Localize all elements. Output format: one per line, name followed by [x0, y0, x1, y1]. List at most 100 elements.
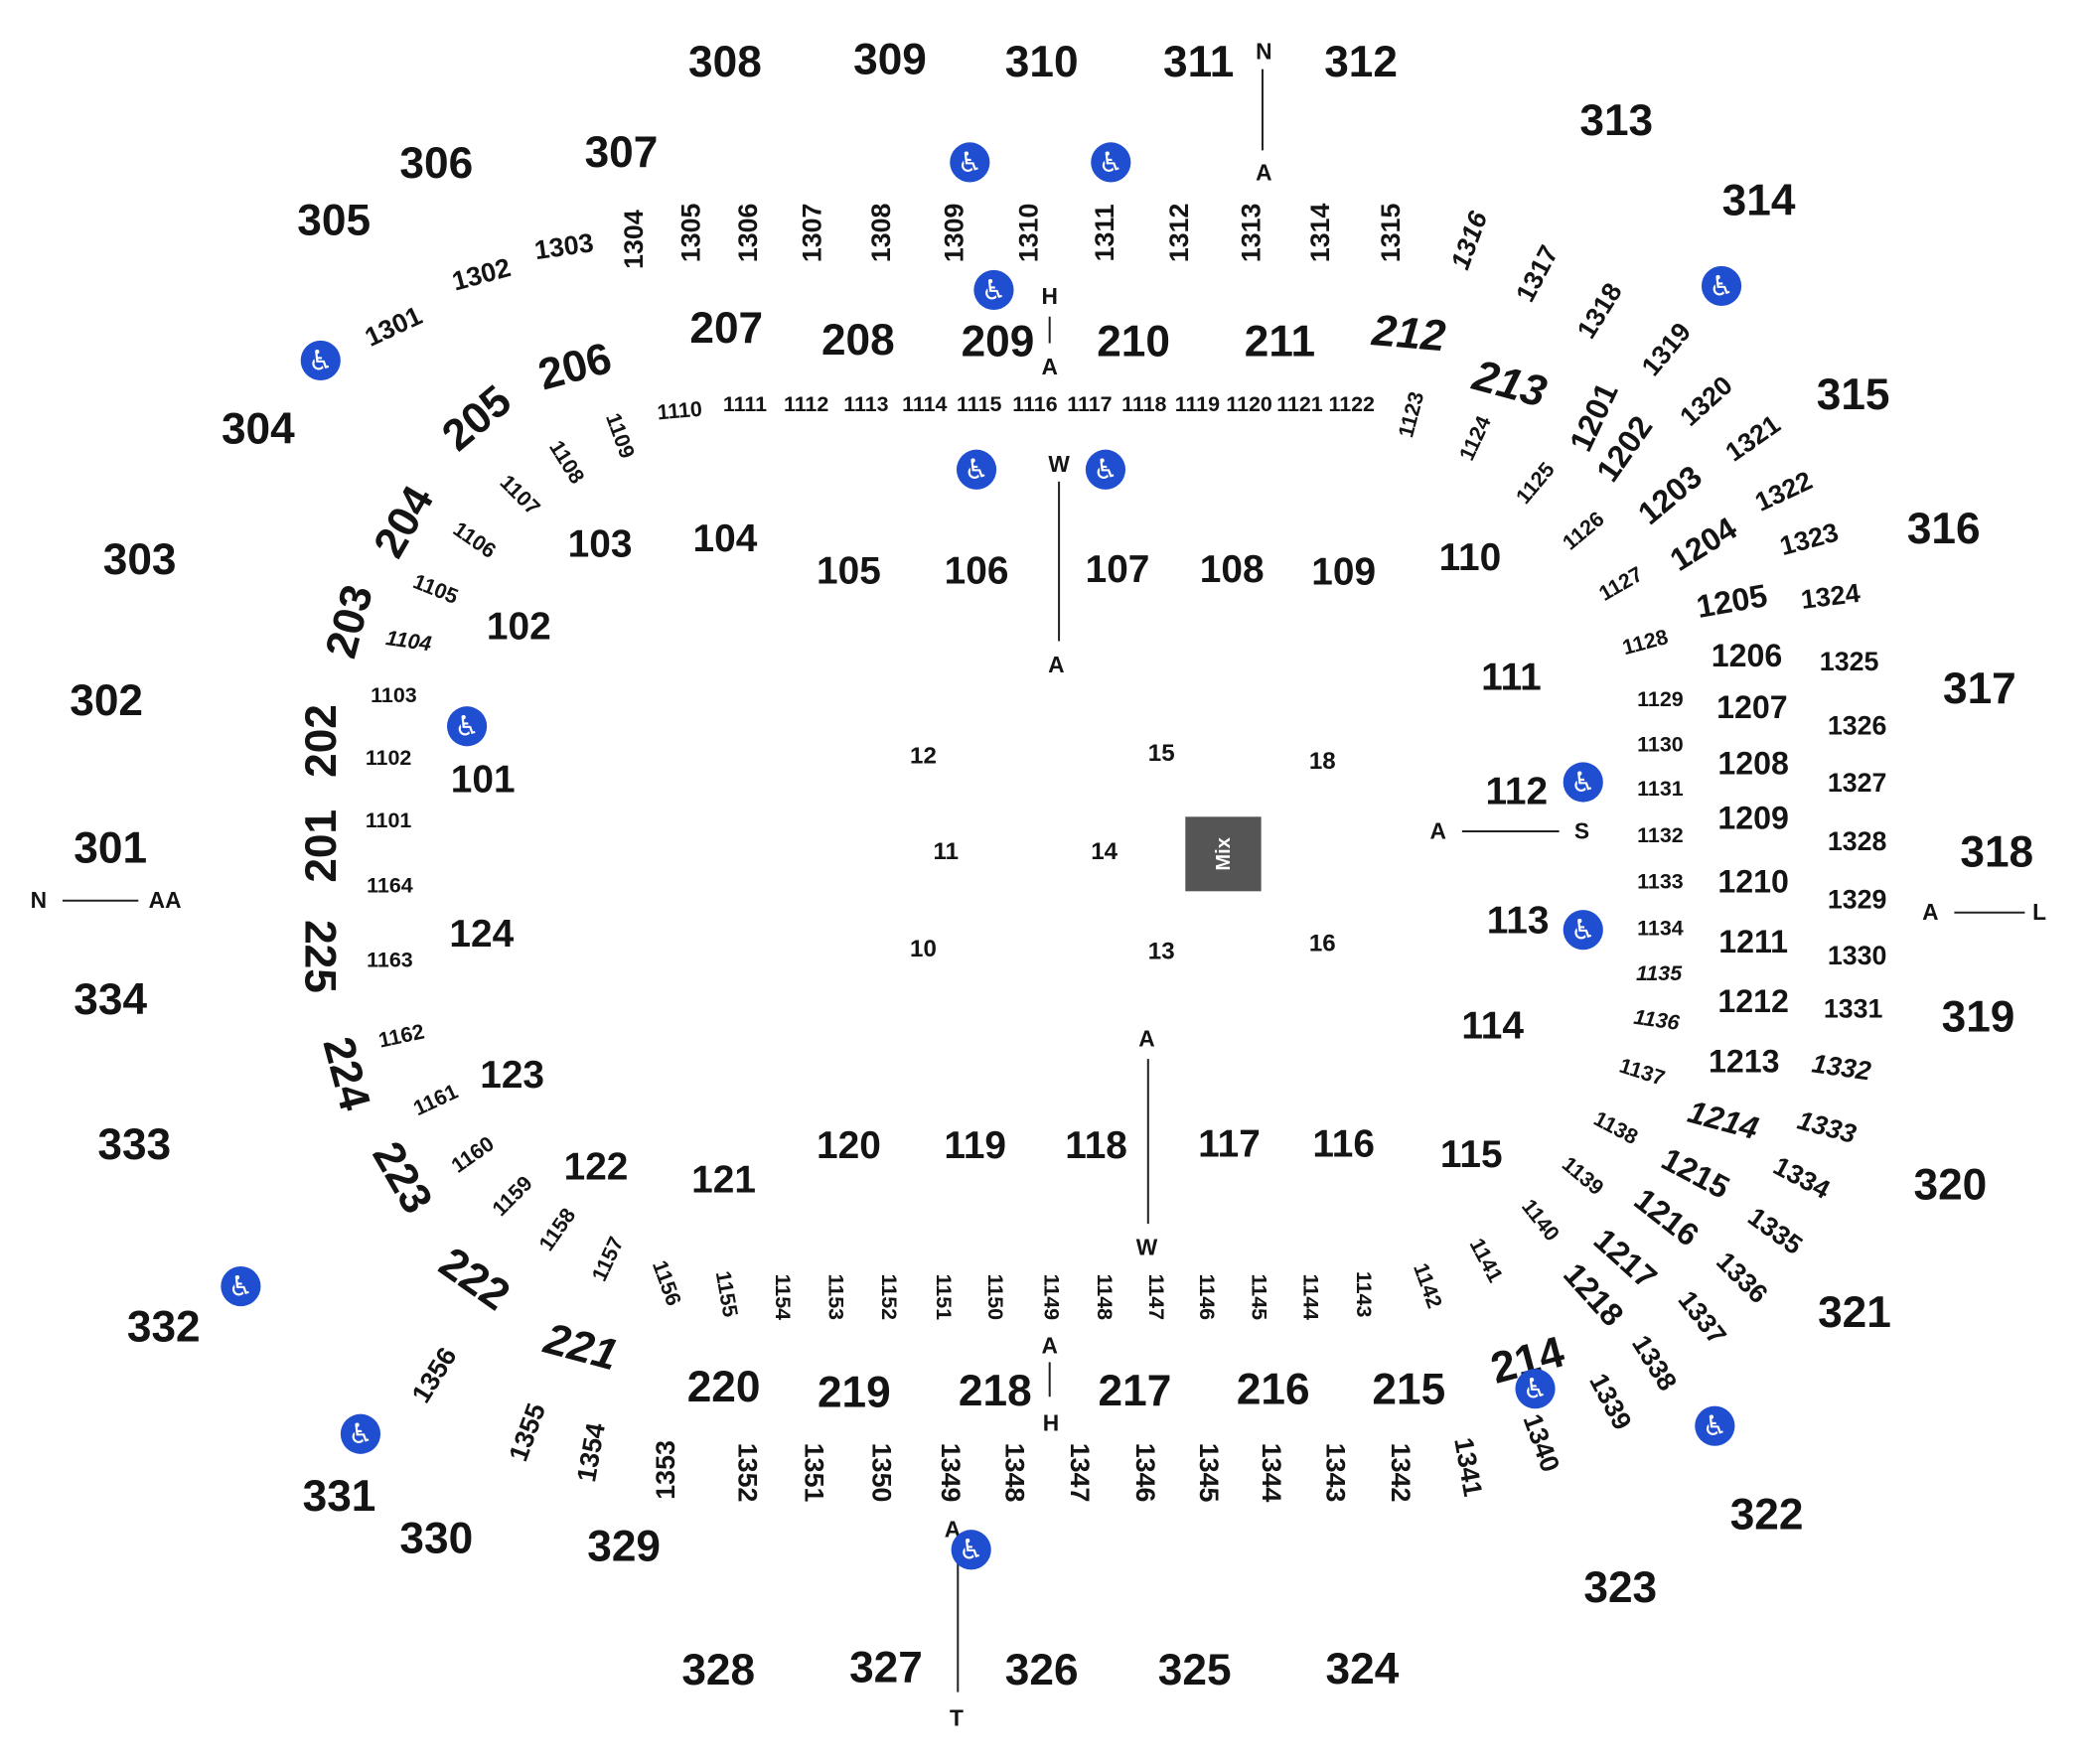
- upper-suite-label[interactable]: 1309: [940, 203, 970, 263]
- suite-label[interactable]: 1132: [1637, 824, 1684, 848]
- upper-suite-label[interactable]: 1331: [1823, 994, 1883, 1025]
- suite-label[interactable]: 1120: [1226, 393, 1272, 417]
- upper-suite-label[interactable]: 1314: [1306, 203, 1336, 263]
- upper-suite-label[interactable]: 1326: [1827, 711, 1887, 741]
- wheelchair-accessible-icon[interactable]: ♿: [1701, 265, 1742, 307]
- upper-section-label[interactable]: 304: [221, 403, 295, 454]
- wheelchair-accessible-icon[interactable]: ♿: [1563, 762, 1603, 803]
- upper-section-label[interactable]: 308: [688, 36, 762, 86]
- upper-section-label[interactable]: 331: [302, 1470, 376, 1521]
- upper-suite-label[interactable]: 1349: [935, 1442, 965, 1503]
- upper-suite-label[interactable]: 1327: [1827, 769, 1887, 799]
- lower-section-label[interactable]: 117: [1198, 1123, 1261, 1166]
- club-section-label[interactable]: 207: [689, 302, 764, 353]
- suite-label[interactable]: 1129: [1637, 688, 1684, 712]
- upper-section-label[interactable]: 321: [1818, 1286, 1891, 1337]
- suite-label[interactable]: 1146: [1194, 1273, 1218, 1321]
- wheelchair-accessible-icon[interactable]: ♿: [951, 1530, 991, 1570]
- suite-label[interactable]: 1113: [843, 393, 889, 417]
- club-section-label[interactable]: 211: [1244, 316, 1316, 366]
- wheelchair-accessible-icon[interactable]: ♿: [1695, 1405, 1735, 1446]
- wheelchair-accessible-icon[interactable]: ♿: [300, 340, 341, 381]
- suite-label[interactable]: 1103: [371, 684, 417, 708]
- club-section-label[interactable]: 218: [958, 1365, 1032, 1415]
- suite-label[interactable]: 1149: [1038, 1273, 1062, 1321]
- upper-section-label[interactable]: 329: [587, 1521, 661, 1571]
- suite-label[interactable]: 1151: [931, 1273, 955, 1321]
- upper-section-label[interactable]: 317: [1942, 662, 2016, 713]
- wheelchair-accessible-icon[interactable]: ♿: [1091, 142, 1131, 183]
- club-suite-label[interactable]: 1212: [1717, 984, 1789, 1021]
- upper-suite-label[interactable]: 1350: [865, 1442, 896, 1503]
- suite-label[interactable]: 1116: [1012, 393, 1058, 417]
- lower-section-label[interactable]: 109: [1311, 551, 1377, 594]
- upper-suite-label[interactable]: 1306: [734, 203, 764, 263]
- club-suite-label[interactable]: 1210: [1717, 864, 1789, 901]
- lower-section-label[interactable]: 106: [944, 549, 1009, 593]
- lower-section-label[interactable]: 121: [691, 1159, 756, 1203]
- upper-section-label[interactable]: 324: [1325, 1643, 1400, 1693]
- upper-suite-label[interactable]: 1342: [1385, 1442, 1415, 1503]
- upper-suite-label[interactable]: 1307: [798, 203, 828, 263]
- club-section-label[interactable]: 215: [1372, 1364, 1446, 1413]
- upper-suite-label[interactable]: 1328: [1827, 827, 1887, 857]
- floor-section-label[interactable]: 13: [1147, 938, 1175, 964]
- floor-section-label[interactable]: 18: [1308, 747, 1336, 775]
- suite-label[interactable]: 1114: [902, 393, 948, 417]
- lower-section-label[interactable]: 104: [692, 517, 758, 561]
- upper-section-label[interactable]: 332: [126, 1301, 201, 1352]
- upper-suite-label[interactable]: 1305: [676, 203, 707, 263]
- lower-section-label[interactable]: 119: [944, 1124, 1007, 1168]
- club-section-label[interactable]: 212: [1370, 304, 1448, 361]
- suite-label[interactable]: 1164: [367, 875, 413, 899]
- floor-section-label[interactable]: 15: [1147, 739, 1175, 767]
- upper-suite-label[interactable]: 1311: [1091, 204, 1120, 262]
- wheelchair-accessible-icon[interactable]: ♿: [221, 1266, 261, 1307]
- suite-label[interactable]: 1144: [1298, 1273, 1321, 1321]
- upper-section-label[interactable]: 305: [297, 195, 372, 244]
- suite-label[interactable]: 1102: [365, 747, 412, 771]
- lower-section-label[interactable]: 118: [1065, 1124, 1127, 1168]
- suite-label[interactable]: 1145: [1246, 1273, 1269, 1321]
- club-suite-label[interactable]: 1213: [1709, 1044, 1780, 1081]
- suite-label[interactable]: 1154: [770, 1273, 794, 1321]
- upper-suite-label[interactable]: 1344: [1256, 1442, 1285, 1503]
- floor-section-label[interactable]: 11: [933, 837, 959, 865]
- upper-section-label[interactable]: 314: [1721, 175, 1796, 224]
- club-section-label[interactable]: 220: [686, 1361, 761, 1411]
- club-section-label[interactable]: 210: [1097, 316, 1170, 366]
- wheelchair-accessible-icon[interactable]: ♿: [956, 449, 997, 490]
- lower-section-label[interactable]: 114: [1461, 1004, 1525, 1048]
- wheelchair-accessible-icon[interactable]: ♿: [1515, 1369, 1556, 1409]
- club-section-label[interactable]: 225: [295, 920, 346, 993]
- upper-section-label[interactable]: 322: [1729, 1489, 1804, 1539]
- club-section-label[interactable]: 208: [820, 314, 895, 365]
- upper-suite-label[interactable]: 1308: [867, 203, 897, 263]
- suite-label[interactable]: 1101: [365, 809, 412, 833]
- upper-suite-label[interactable]: 1324: [1799, 579, 1862, 616]
- upper-suite-label[interactable]: 1346: [1129, 1442, 1159, 1503]
- suite-label[interactable]: 1135: [1636, 962, 1683, 986]
- lower-section-label[interactable]: 110: [1438, 536, 1502, 580]
- suite-label[interactable]: 1143: [1351, 1270, 1375, 1318]
- upper-section-label[interactable]: 309: [853, 34, 927, 83]
- suite-label[interactable]: 1163: [367, 950, 413, 973]
- upper-section-label[interactable]: 334: [74, 974, 148, 1024]
- upper-section-label[interactable]: 333: [97, 1119, 172, 1169]
- upper-section-label[interactable]: 327: [849, 1642, 923, 1691]
- upper-suite-label[interactable]: 1348: [998, 1442, 1029, 1503]
- wheelchair-accessible-icon[interactable]: ♿: [447, 706, 488, 747]
- upper-section-label[interactable]: 301: [74, 822, 148, 872]
- upper-section-label[interactable]: 310: [1004, 36, 1079, 86]
- suite-label[interactable]: 1115: [957, 393, 1002, 417]
- lower-section-label[interactable]: 115: [1439, 1133, 1503, 1177]
- club-section-label[interactable]: 202: [295, 704, 346, 778]
- upper-section-label[interactable]: 320: [1913, 1159, 1988, 1209]
- wheelchair-accessible-icon[interactable]: ♿: [1563, 910, 1603, 951]
- wheelchair-accessible-icon[interactable]: ♿: [340, 1413, 381, 1454]
- upper-suite-label[interactable]: 1304: [620, 210, 650, 269]
- floor-section-label[interactable]: 16: [1308, 930, 1336, 956]
- lower-section-label[interactable]: 105: [817, 549, 881, 593]
- upper-section-label[interactable]: 316: [1906, 503, 1981, 553]
- upper-section-label[interactable]: 312: [1324, 36, 1398, 86]
